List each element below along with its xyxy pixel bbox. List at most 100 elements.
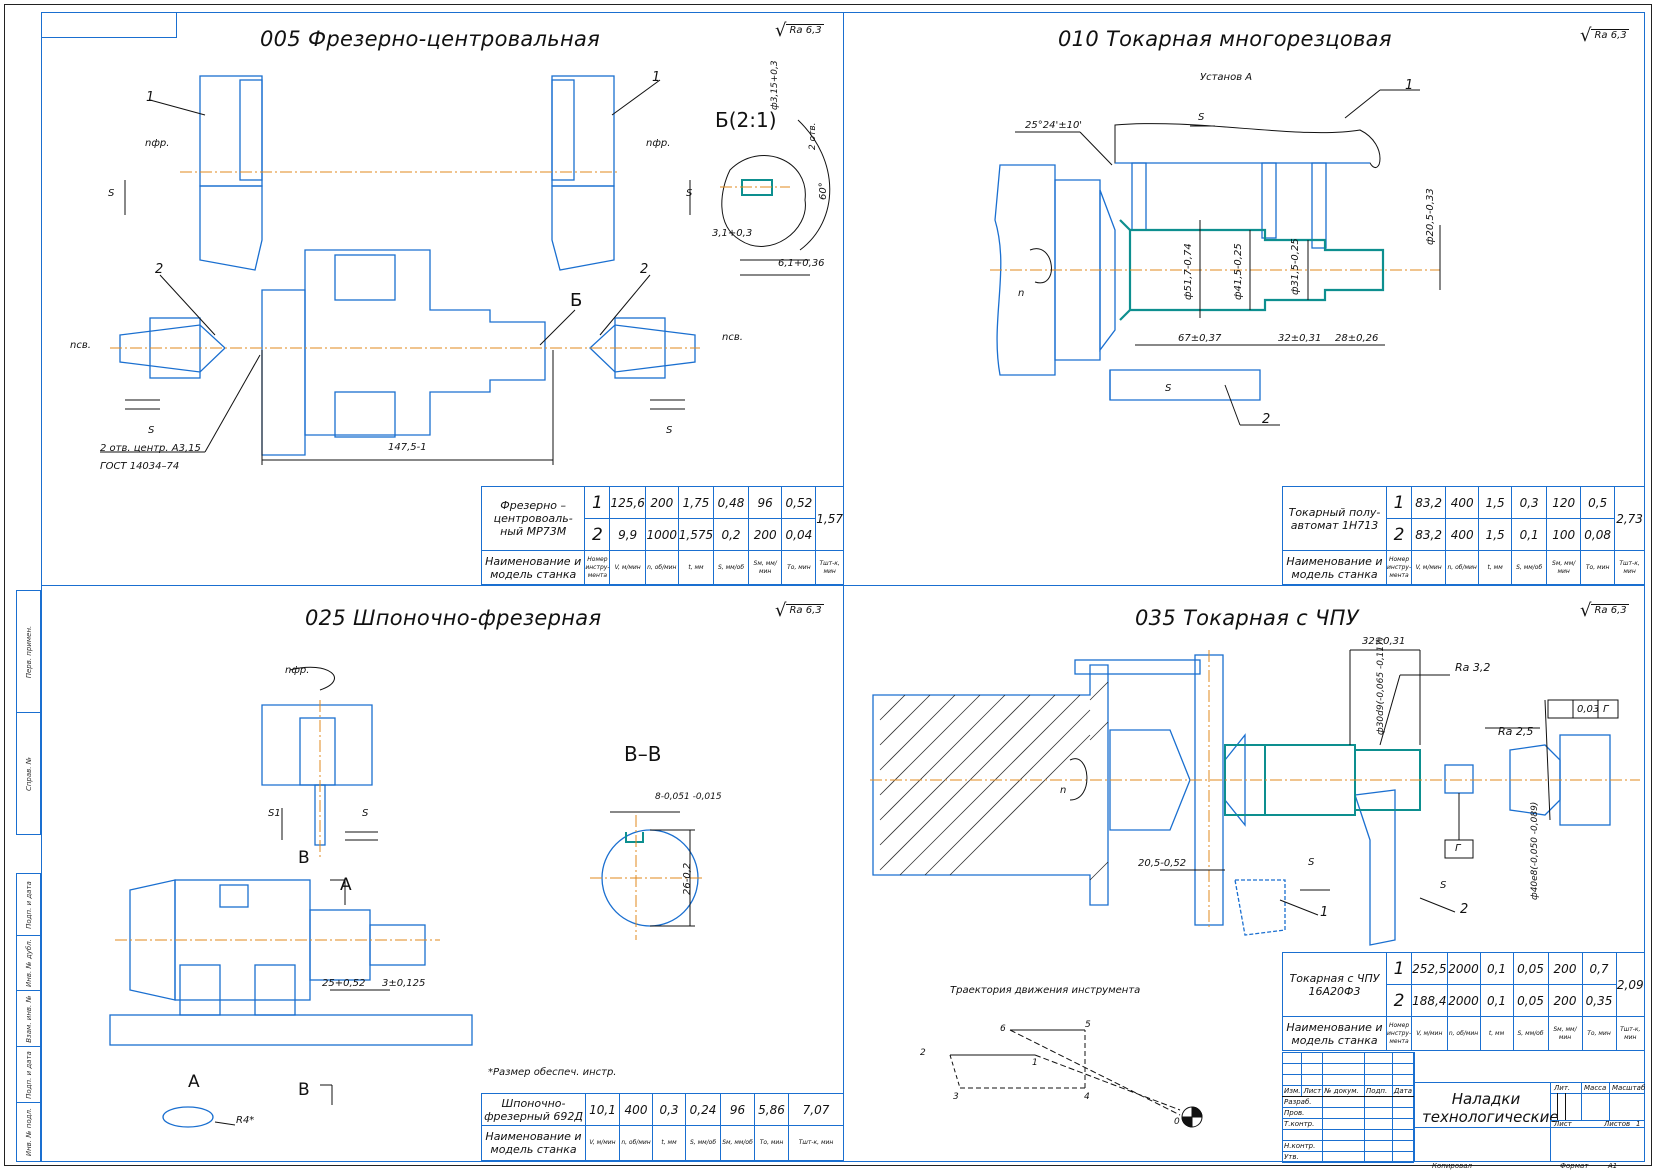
sheets-value: 1 <box>1636 1120 1641 1128</box>
title-area <box>1414 1052 1646 1162</box>
format-value: А1 <box>1608 1162 1618 1170</box>
side-stamp-cell: Перв. примен. <box>17 591 40 713</box>
header-name: Наименование и модель станка <box>1282 550 1387 585</box>
trajectory-point-6: 6 <box>1000 1024 1006 1034</box>
dimension-32: 32±0,31 <box>1278 333 1322 344</box>
cell-tsht: 7,07 <box>788 1092 844 1127</box>
datum-label: Г <box>1455 843 1461 854</box>
row-checker: Пров. <box>1281 1107 1324 1119</box>
dimension-25: 25+0,52 <box>322 978 366 989</box>
cell-t: 1,5 <box>1478 518 1513 551</box>
operation-title-010: 010 Токарная многорезцовая <box>1058 27 1392 51</box>
document-title-line1: Наладки <box>1451 1090 1521 1108</box>
milling-chuck <box>261 704 373 786</box>
trajectory-point-2: 2 <box>920 1048 926 1058</box>
tool-number: 2 <box>584 518 611 551</box>
cell-to: 0,7 <box>1581 952 1617 985</box>
roughness-mark-010: √Ra 6,3 <box>1580 25 1629 46</box>
cell-to: 0,35 <box>1581 984 1617 1017</box>
row-developer: Разраб. <box>1281 1096 1324 1108</box>
label-feed: S <box>1165 383 1172 394</box>
operation-title-025: 025 Шпоночно-фрезерная <box>305 606 602 630</box>
top-left-stamp <box>41 12 177 38</box>
label-feed: S <box>362 808 369 819</box>
title-divider <box>1581 1082 1582 1120</box>
cell-v: 252,5 <box>1411 952 1448 985</box>
header-s: S, мм/об <box>713 550 749 585</box>
header-to: То, мин <box>1580 550 1616 585</box>
dimension-angle: 25°24'±10' <box>1025 120 1083 131</box>
cell-to: 0,52 <box>781 486 817 519</box>
section-label-b: В <box>298 1080 310 1100</box>
spindle-right <box>551 185 615 271</box>
quadrant-divider-vertical <box>843 12 844 1162</box>
machine-name: Токарная с ЧПУ 16А20Ф3 <box>1282 952 1387 1017</box>
cell-t: 0,1 <box>1479 984 1514 1017</box>
roughness-ra25: Ra 2,5 <box>1498 725 1534 738</box>
detail-label: Б(2:1) <box>715 108 777 132</box>
label-feed: S <box>666 425 673 436</box>
trajectory-point-5: 5 <box>1085 1020 1091 1030</box>
section-label-b: В <box>298 848 310 868</box>
lit-label: Лит. <box>1554 1084 1571 1092</box>
tool-number: 2 <box>1385 984 1413 1017</box>
roughness-mark-035: √Ra 6,3 <box>1580 600 1629 621</box>
header-name: Наименование и модель станка <box>1282 1016 1387 1051</box>
dimension-28: 28±0,26 <box>1335 333 1379 344</box>
header-tsht: Тшт-к, мин <box>1614 550 1645 585</box>
cell-n: 400 <box>1445 518 1480 551</box>
header-t: t, мм <box>652 1125 686 1161</box>
operation-title-005: 005 Фрезерно-центровальная <box>260 27 601 51</box>
label-n-milling: nфр. <box>285 665 310 676</box>
side-stamp-cell: Инв. № дубл. <box>17 936 40 991</box>
trajectory-point-4: 4 <box>1084 1092 1090 1102</box>
footnote: *Размер обеспеч. инстр. <box>488 1067 617 1078</box>
header-t: t, мм <box>677 550 715 585</box>
title-divider <box>1414 1127 1645 1128</box>
view-label-a: А <box>188 1072 200 1092</box>
mass-label: Масса <box>1584 1084 1607 1092</box>
scale-label: Масштаб <box>1612 1084 1646 1092</box>
sheet-label: Лист <box>1554 1120 1572 1128</box>
lit-cell-divider <box>1557 1093 1558 1120</box>
clamp-bar <box>1074 659 1201 675</box>
cell-sm: 120 <box>1546 486 1582 519</box>
header-v: V, м/мин <box>1411 1016 1448 1051</box>
roughness-ra32: Ra 3,2 <box>1455 661 1491 674</box>
label-n-milling: nфр. <box>145 138 170 149</box>
dimension-radius: R4* <box>236 1115 255 1126</box>
row-empty <box>1281 1129 1324 1141</box>
section-title: В–В <box>624 742 662 766</box>
cell-t: 0,3 <box>652 1092 686 1127</box>
note-center-holes: 2 отв. центр. А3,15 <box>100 443 201 454</box>
roughness-mark-005: √Ra 6,3 <box>775 20 824 41</box>
side-stamp-top: Перв. примен. Справ. № <box>16 590 41 835</box>
header-n: n, об/мин <box>1446 1016 1481 1051</box>
trajectory-title: Траектория движения инструмента <box>950 985 1141 996</box>
sheet-outer-border <box>4 4 1652 1166</box>
quadrant-divider-horizontal <box>41 585 1645 586</box>
cutting-modes-table-025: Шпоночно-фрезерный 692Д 10,1 400 0,3 0,2… <box>481 1092 844 1161</box>
part-label-2: 2 <box>1460 902 1469 917</box>
cell-sm: 200 <box>747 518 783 551</box>
setup-label: Установ А <box>1200 72 1253 83</box>
title-divider <box>1550 1120 1645 1121</box>
runout-base: Г <box>1603 704 1609 715</box>
face-driver <box>1099 189 1116 352</box>
dimension-32: 32±0,31 <box>1362 636 1406 647</box>
view-label-a: А <box>340 875 352 895</box>
dimension-20-5: 20,5-0,52 <box>1138 858 1187 869</box>
col-change: Изм. <box>1281 1085 1303 1097</box>
header-s: S, мм/об <box>1512 1016 1549 1051</box>
label-feed: S <box>1308 857 1315 868</box>
hatching <box>879 681 1109 881</box>
face-driver-035 <box>1109 729 1191 831</box>
col-sign: Подп. <box>1364 1085 1393 1097</box>
header-tool: Номер инстру- мента <box>1385 550 1413 585</box>
header-tsht: Тшт-к, мин <box>815 550 844 585</box>
cell-tsht: 2,09 <box>1615 952 1645 1017</box>
header-t: t, мм <box>1479 1016 1514 1051</box>
label-feed: S <box>108 188 115 199</box>
sheets-label: Листов <box>1604 1120 1631 1128</box>
